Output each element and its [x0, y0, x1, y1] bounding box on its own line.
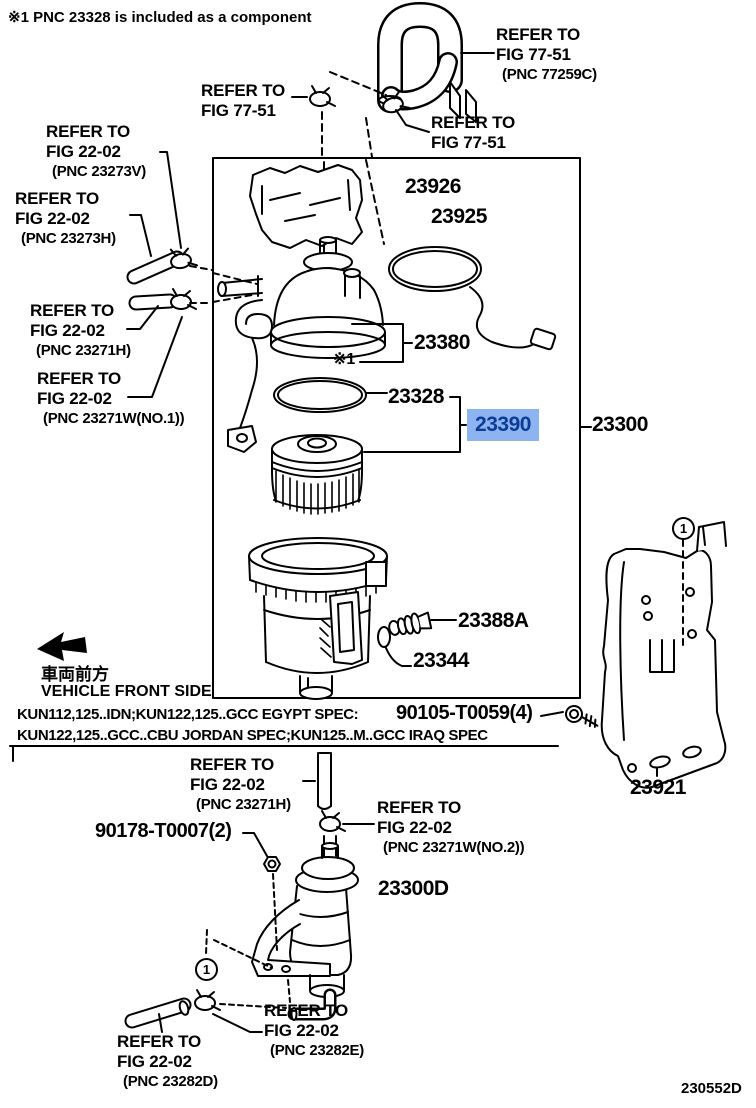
part-drawing-23300d-assembly: [251, 752, 375, 1021]
part-drawing-23328-oring: [273, 377, 388, 413]
refer-line: REFER TO: [201, 81, 286, 100]
component-footnote: ※1 PNC 23328 is included as a component: [8, 9, 312, 26]
refer-label-23271h-lower: REFER TO FIG 22-02 (PNC 23271H): [190, 755, 291, 815]
refer-pnc: (PNC 23271W(NO.2)): [383, 839, 525, 856]
part-label-23921[interactable]: 23921: [630, 776, 686, 799]
callout-circle-1: 1: [672, 517, 695, 540]
refer-line: REFER TO: [46, 122, 131, 141]
refer-label-23271w-no2: REFER TO FIG 22-02 (PNC 23271W(NO.2)): [377, 798, 525, 858]
part-label-23300[interactable]: 23300: [592, 413, 648, 436]
refer-line: REFER TO: [190, 755, 275, 774]
callout-circle-1: 1: [195, 958, 218, 981]
bottom-fuel-pipe: [124, 997, 263, 1033]
left-leader-lines: [126, 151, 258, 398]
part-label-23390-highlighted[interactable]: 23390: [467, 409, 539, 441]
leader-23380: [351, 323, 413, 363]
refer-label-23271h-upper: REFER TO FIG 22-02 (PNC 23271H): [30, 301, 131, 361]
part-drawing-23925-oring: [388, 246, 557, 351]
section-divider: [9, 745, 559, 762]
part-label-23925[interactable]: 23925: [431, 205, 487, 228]
refer-pnc: (PNC 23271H): [196, 796, 291, 813]
refer-label-23273h: REFER TO FIG 22-02 (PNC 23273H): [15, 189, 116, 249]
vehicle-front-arrow-icon: [37, 632, 87, 661]
part-drawing-filter-head: [217, 236, 386, 453]
refer-line: FIG 22-02: [30, 321, 105, 340]
part-label-90105[interactable]: 90105-T0059(4): [396, 702, 533, 724]
vehicle-front-label-en: VEHICLE FRONT SIDE: [41, 683, 212, 700]
part-label-23328[interactable]: 23328: [388, 385, 444, 408]
refer-line: FIG 22-02: [15, 209, 90, 228]
spec-line-2: KUN122,125..GCC..CBU JORDAN SPEC;KUN125.…: [17, 727, 488, 744]
refer-line: FIG 22-02: [264, 1021, 339, 1040]
pipe-clamp-icon: [319, 810, 346, 832]
refer-line: REFER TO: [496, 25, 581, 44]
refer-line: FIG 22-02: [377, 818, 452, 837]
refer-line: REFER TO: [30, 301, 115, 320]
part-label-90178[interactable]: 90178-T0007(2): [95, 820, 232, 842]
refer-line: FIG 77-51: [201, 101, 276, 120]
part-label-23380[interactable]: 23380: [414, 331, 470, 354]
footnote-marker: ※1: [333, 351, 356, 368]
part-drawing-90178-nut: [242, 832, 281, 951]
refer-pnc: (PNC 77259C): [502, 66, 597, 83]
refer-line: REFER TO: [15, 189, 100, 208]
part-label-23388a[interactable]: 23388A: [458, 609, 529, 632]
refer-pnc: (PNC 23273V): [52, 163, 146, 180]
refer-line: REFER TO: [37, 369, 122, 388]
refer-label-23282d: REFER TO FIG 22-02 (PNC 23282D): [117, 1032, 218, 1092]
part-drawing-23344-oring: [377, 626, 412, 667]
refer-line: REFER TO: [377, 798, 462, 817]
refer-pnc: (PNC 23271H): [36, 342, 131, 359]
diagonal-dashed: [365, 159, 385, 245]
left-fuel-tubes: [126, 250, 185, 311]
part-drawing-23390-element: [271, 434, 363, 515]
part-drawing-23926-protector: [249, 164, 363, 249]
refer-line: FIG 22-02: [117, 1052, 192, 1071]
refer-pnc: (PNC 23273H): [21, 230, 116, 247]
vehicle-front-label-jp: 車両前方: [41, 665, 109, 684]
refer-label-fig7751-top: REFER TO FIG 77-51: [201, 81, 285, 121]
refer-label-23282e: REFER TO FIG 22-02 (PNC 23282E): [264, 1001, 364, 1061]
refer-pnc: (PNC 23271W(NO.1)): [43, 410, 185, 427]
refer-line: REFER TO: [117, 1032, 202, 1051]
refer-line: FIG 22-02: [37, 389, 112, 408]
refer-line: REFER TO: [431, 113, 516, 132]
refer-label-23273v: REFER TO FIG 22-02 (PNC 23273V): [46, 122, 146, 182]
refer-line: FIG 77-51: [496, 45, 571, 64]
hose-clamp-icon: [309, 85, 336, 107]
top-leader-lines: [291, 52, 495, 158]
leader-23328-23390: [363, 396, 467, 453]
refer-line: REFER TO: [264, 1001, 349, 1020]
refer-line: FIG 22-02: [190, 775, 265, 794]
lower-dashed-lines: [205, 929, 291, 1009]
part-drawing-23921-bracket: [600, 521, 727, 789]
refer-pnc: (PNC 23282E): [270, 1042, 364, 1059]
refer-pnc: (PNC 23282D): [123, 1073, 218, 1090]
part-label-23300d[interactable]: 23300D: [378, 877, 449, 900]
refer-label-fig7751-mid: REFER TO FIG 77-51: [431, 113, 515, 153]
part-drawing-filter-bowl: [248, 537, 388, 700]
pipe-clamp-icon: [194, 989, 221, 1011]
part-label-23926[interactable]: 23926: [405, 175, 461, 198]
part-drawing-23388a-valve: [388, 611, 457, 636]
part-label-23344[interactable]: 23344: [413, 649, 469, 672]
refer-line: FIG 77-51: [431, 133, 506, 152]
diagram-code: 230552D: [681, 1080, 742, 1097]
part-drawing-90105-bolt: [540, 705, 599, 728]
spec-line-1: KUN112,125..IDN;KUN122,125..GCC EGYPT SP…: [17, 706, 359, 723]
refer-label-23271w-no1: REFER TO FIG 22-02 (PNC 23271W(NO.1)): [37, 369, 185, 429]
refer-label-fig7751-hose: REFER TO FIG 77-51 (PNC 77259C): [496, 25, 597, 85]
refer-line: FIG 22-02: [46, 142, 121, 161]
tube-clamp-icon: [170, 288, 197, 310]
